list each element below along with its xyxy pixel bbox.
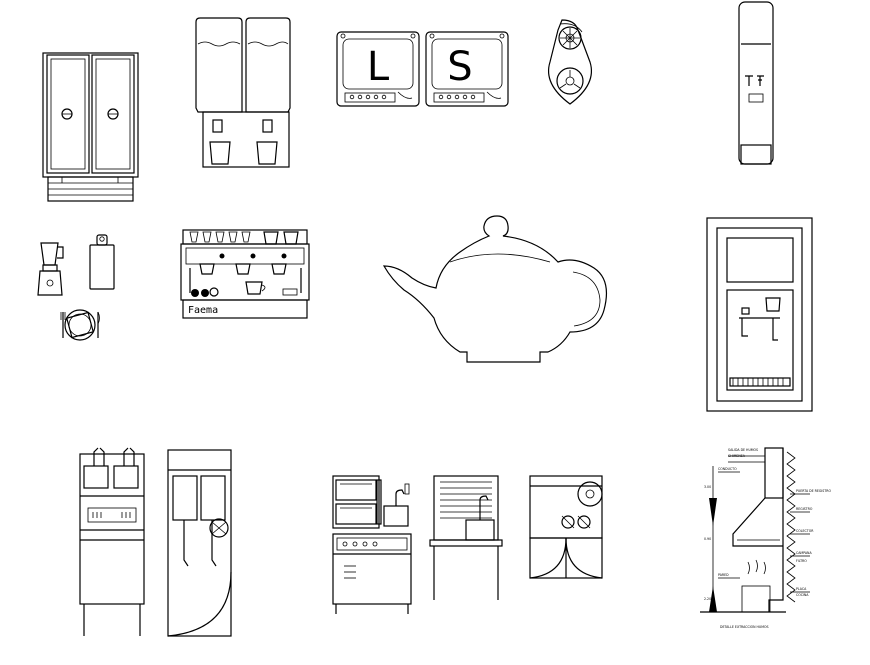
hood-note-10: PLACA [796,587,807,591]
hood-note-4: PUERTA DE REGISTRO [796,489,831,493]
hood-note-3: CONDUCTO [718,467,737,471]
hood-dim-2: 0.90 [704,537,711,541]
hood-note-2: CHIMENEA [728,454,746,458]
exhaust-hood-section-icon [700,447,810,613]
sink-right-label: S [447,44,472,90]
teapot-icon [382,215,607,363]
hood-note-8: FILTRO [796,559,807,563]
kitchen-station-2-icon [429,475,503,600]
kitchen-station-3-icon [529,475,603,579]
tall-column-unit-icon [738,1,774,165]
sink-left-label: L [367,44,390,90]
kitchen-station-1-icon [332,475,412,614]
hood-dim-3: 2.20 [704,597,711,601]
deep-fryer-front-icon [79,447,145,636]
citrus-juicer-icon [548,19,592,105]
blender-icon [37,242,64,296]
place-setting-icon [60,309,100,341]
espresso-brand-label: Faema [188,305,218,316]
juice-dispenser-icon [195,17,291,168]
hood-note-6: COLECTOR [796,529,814,533]
hood-dim-1: 3.00 [704,485,711,489]
hood-caption: DETALLE EXTRACCION HUMOS [720,625,769,629]
hood-note-7: CAMPANA [796,551,812,555]
hood-note-1: SALIDA DE HUMOS [728,448,758,452]
sink-right-icon [425,31,509,107]
hood-note-9: PARED [718,573,729,577]
fryer-plan-view-icon [167,449,232,637]
espresso-machine-icon: Faema [180,229,310,319]
hood-note-5: REGISTRO [796,507,813,511]
sink-left-icon [336,31,420,107]
double-door-refrigerator-icon [42,52,139,202]
cutting-board-icon [89,234,115,290]
water-dispenser-icon [706,217,813,412]
hood-note-11: COCINA [796,593,809,597]
